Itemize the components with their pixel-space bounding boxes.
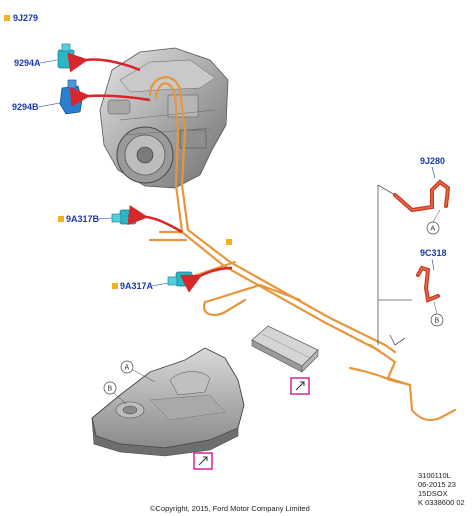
label-9a317b: 9A317B	[66, 214, 100, 224]
label-9c318: 9C318	[420, 248, 447, 258]
arrow-9a317b	[127, 205, 183, 234]
label-9294b: 9294B	[12, 102, 39, 112]
callout-a-tank: A	[125, 365, 130, 372]
marker-square-9a317a	[112, 283, 118, 289]
footer-line-4: K 0338600 02	[418, 498, 465, 507]
callout-circle-b-tank	[103, 381, 117, 395]
marker-square-9a317b	[58, 216, 64, 222]
sensor-9294a	[57, 43, 82, 69]
marker-square-lines	[226, 239, 232, 245]
valve-9a317a	[167, 271, 193, 287]
label-9j279: 9J279	[13, 13, 38, 23]
sensor-9294b	[59, 79, 83, 115]
routing-brackets	[377, 184, 412, 346]
valve-9a317b	[111, 209, 137, 225]
engine-illustration	[99, 47, 229, 189]
fuel-filter-canister	[251, 325, 319, 373]
copyright: ©Copyright, 2015, Ford Motor Company Lim…	[150, 504, 310, 513]
footer-line-3: 15DSOX	[418, 489, 448, 498]
arrow-9294b	[69, 87, 151, 108]
footer-line-1: 3100110L	[418, 471, 451, 480]
drawing-reference: 3100110L 06-2015 23 15DSOX K 0338600 02	[418, 471, 465, 507]
marker-square-top	[4, 15, 10, 21]
pipe-9j280	[393, 179, 451, 213]
arrow-9294a	[67, 52, 141, 73]
callout-circle-a-tank	[120, 360, 134, 374]
callout-b-right: B	[435, 318, 440, 325]
label-9a317a: 9A317A	[120, 281, 154, 291]
footer-line-2: 06-2015 23	[418, 480, 456, 489]
label-9294a: 9294A	[14, 58, 41, 68]
arrow-9a317a	[179, 266, 233, 293]
label-9j280: 9J280	[420, 156, 445, 166]
callout-a-upper: A	[431, 226, 436, 233]
fuel-tank	[91, 347, 245, 457]
callout-b-tank: B	[108, 386, 113, 393]
